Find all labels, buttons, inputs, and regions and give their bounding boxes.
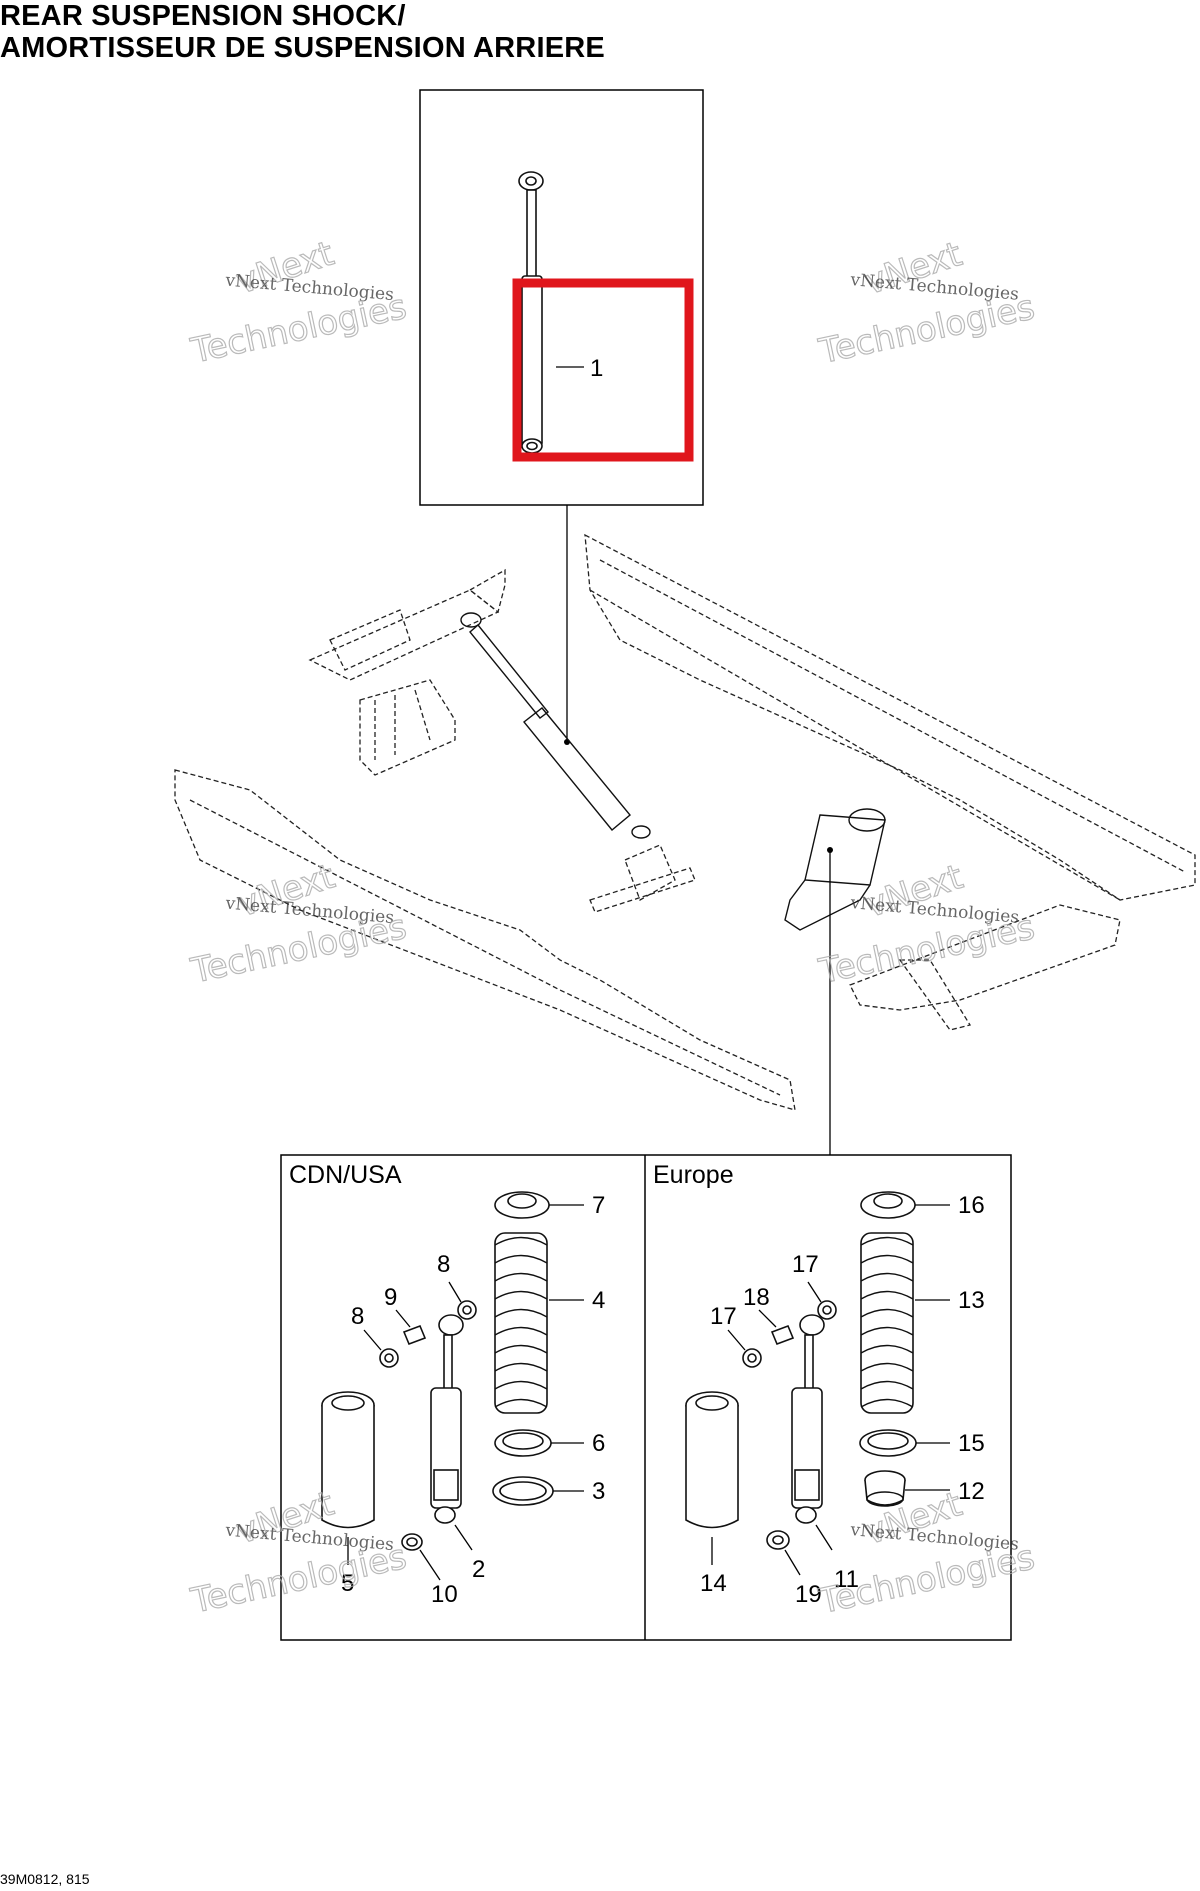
svg-text:Technologies: Technologies [187,1537,410,1622]
watermark-bottom-left: vNext vNext Technologies Technologies [186,1483,410,1622]
shock-absorber-part-1[interactable] [518,171,544,454]
callout-17-upper[interactable]: 17 [792,1251,819,1278]
highlight-box [512,278,694,462]
callout-8-lower[interactable]: 8 [351,1303,364,1330]
callout-3[interactable]: 3 [592,1478,605,1505]
washer-part-3[interactable] [492,1476,554,1506]
svg-text:Technologies: Technologies [815,907,1038,992]
callout-1[interactable]: 1 [590,355,603,382]
spring-seat-part-7[interactable] [494,1191,550,1219]
ring-part-6[interactable] [494,1429,552,1457]
callout-10[interactable]: 10 [431,1581,458,1608]
rear-shock-sketch [784,808,886,931]
spring-part-13[interactable] [860,1232,914,1414]
callout-13[interactable]: 13 [958,1287,985,1314]
rear-pivot-bracket [589,844,696,913]
watermark-middle-left: vNext vNext Technologies Technologies [186,856,410,992]
region-label-europe: Europe [653,1161,734,1189]
watermark-middle-right: vNext vNext Technologies Technologies [815,856,1039,992]
bump-boot-part-14[interactable] [685,1391,739,1529]
callout-9[interactable]: 9 [384,1284,397,1311]
leader-10 [419,1549,441,1581]
callout-6[interactable]: 6 [592,1430,605,1457]
leader-9 [395,1309,411,1328]
detail-frame [280,1154,1012,1641]
callout-15[interactable]: 15 [958,1430,985,1457]
spring-part-4[interactable] [494,1232,548,1414]
shock-body-part-2[interactable] [430,1314,464,1524]
callout-14[interactable]: 14 [700,1570,727,1597]
callout-7[interactable]: 7 [592,1192,605,1219]
leader-18 [758,1309,777,1328]
leader-17-lower [727,1329,746,1351]
left-slide-rail [174,769,796,1111]
region-label-cdn-usa: CDN/USA [289,1161,402,1189]
bushing-part-17-upper[interactable] [817,1300,837,1320]
callout-12[interactable]: 12 [958,1478,985,1505]
top-inset-frame [419,89,704,506]
shock-body-part-11[interactable] [791,1314,825,1524]
callout-18[interactable]: 18 [743,1284,770,1311]
sleeve-part-18[interactable] [770,1324,795,1346]
callout-5[interactable]: 5 [341,1570,354,1597]
bushing-part-10[interactable] [401,1533,423,1551]
title-line-1: REAR SUSPENSION SHOCK/ [0,0,406,32]
callout-4[interactable]: 4 [592,1287,605,1314]
spring-seat-part-16[interactable] [860,1191,916,1219]
right-slide-rail [584,533,1196,901]
page-title: REAR SUSPENSION SHOCK/ AMORTISSEUR DE SU… [0,0,605,64]
svg-text:Technologies: Technologies [187,287,410,372]
bushing-part-19[interactable] [766,1530,790,1550]
bump-boot-part-5[interactable] [321,1391,375,1529]
svg-text:Technologies: Technologies [815,287,1038,372]
ring-part-15[interactable] [859,1429,917,1457]
leader-11 [815,1524,833,1551]
sleeve-part-9[interactable] [402,1324,427,1346]
leader-19 [784,1549,801,1576]
svg-text:Technologies: Technologies [815,1537,1038,1622]
front-shock-sketch [460,612,651,839]
callout-11[interactable]: 11 [834,1566,859,1593]
leader-17-upper [807,1281,822,1303]
callout-16[interactable]: 16 [958,1192,985,1219]
callout-8-upper[interactable]: 8 [437,1251,450,1278]
callout-19[interactable]: 19 [795,1581,822,1608]
leader-8-upper [448,1281,462,1303]
leader-2 [454,1524,473,1551]
watermark-bottom-right: vNext vNext Technologies Technologies [815,1484,1039,1623]
connector-dot-2 [827,847,833,853]
adjuster-part-12[interactable] [864,1470,906,1507]
title-line-2: AMORTISSEUR DE SUSPENSION ARRIERE [0,32,605,64]
callout-17-lower[interactable]: 17 [710,1303,737,1330]
bushing-part-8-upper[interactable] [457,1300,477,1320]
leader-8-lower [363,1329,382,1351]
bushing-part-17-lower[interactable] [742,1348,762,1368]
bushing-part-8-lower[interactable] [379,1348,399,1368]
rear-arm-sketch [849,904,1121,1031]
watermark-top-right: vNext vNext Technologies Technologies [815,234,1039,373]
diagram-reference-code: 39M0812, 815 [0,1871,90,1887]
front-arm-bracket [308,568,506,776]
watermark-top-left: vNext vNext Technologies Technologies [186,233,410,372]
callout-2[interactable]: 2 [472,1556,485,1583]
